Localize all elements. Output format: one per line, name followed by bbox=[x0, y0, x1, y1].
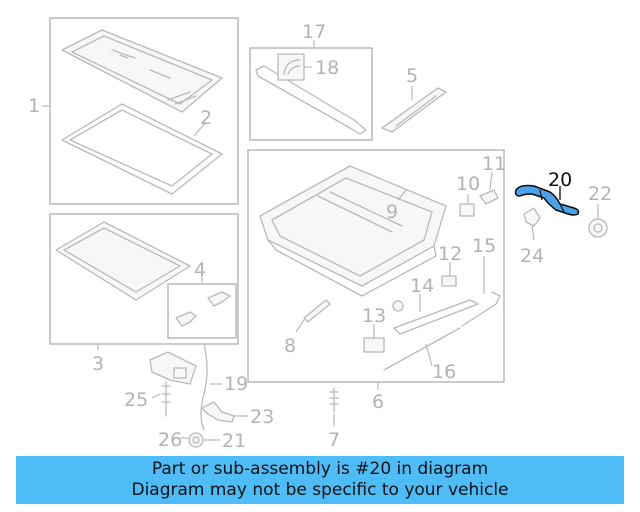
group-box-6 bbox=[247, 149, 505, 383]
part-25-actuator bbox=[149, 351, 197, 385]
part-7-bolt bbox=[329, 387, 339, 413]
callout-5: 5 bbox=[406, 65, 418, 87]
callout-23: 23 bbox=[250, 406, 274, 428]
callout-13: 13 bbox=[362, 305, 386, 327]
callout-22: 22 bbox=[588, 183, 612, 205]
parts-diagram: 1 2 3 4 17 18 5 bbox=[28, 17, 612, 452]
part-11-clip bbox=[479, 189, 499, 205]
leader-8 bbox=[295, 319, 305, 333]
leader-16 bbox=[425, 343, 433, 367]
part-5-deflector bbox=[381, 87, 447, 133]
leader-24 bbox=[531, 225, 535, 241]
callout-15: 15 bbox=[472, 235, 496, 257]
part-16-drain-hose bbox=[383, 327, 461, 371]
banner-line-2: Diagram may not be specific to your vehi… bbox=[131, 480, 509, 500]
group-box-1 bbox=[49, 17, 239, 205]
group-box-17 bbox=[249, 47, 373, 141]
leader-25 bbox=[151, 393, 161, 399]
callout-1: 1 bbox=[28, 95, 40, 117]
part-24-clip bbox=[523, 207, 541, 227]
callout-4: 4 bbox=[194, 259, 206, 281]
callout-26: 26 bbox=[158, 429, 182, 451]
part-17-rail bbox=[255, 65, 367, 135]
group-box-4 bbox=[167, 283, 237, 339]
callout-16: 16 bbox=[432, 361, 456, 383]
part-1-glass-panel bbox=[61, 29, 223, 113]
callout-14: 14 bbox=[410, 275, 434, 297]
callout-8: 8 bbox=[284, 335, 296, 357]
part-10-clip bbox=[459, 203, 475, 217]
part-8-bracket bbox=[303, 299, 331, 323]
info-banner: Part or sub-assembly is #20 in diagram D… bbox=[16, 456, 624, 504]
part-14-cable-assy bbox=[392, 299, 479, 335]
callout-7: 7 bbox=[328, 429, 340, 451]
callout-9: 9 bbox=[386, 201, 398, 223]
part-3-sunshade bbox=[55, 221, 191, 301]
part-2-panel-frame bbox=[61, 103, 223, 195]
part-13-connector bbox=[363, 337, 385, 353]
callout-6: 6 bbox=[372, 391, 384, 413]
banner-line-1: Part or sub-assembly is #20 in diagram bbox=[151, 459, 489, 479]
callout-20: 20 bbox=[548, 169, 572, 191]
callout-18: 18 bbox=[315, 57, 339, 79]
callout-11: 11 bbox=[482, 153, 506, 175]
part-9-housing-frame bbox=[259, 165, 447, 297]
callout-25: 25 bbox=[124, 389, 148, 411]
group-box-3 bbox=[49, 213, 239, 345]
part-22-grommet bbox=[588, 218, 608, 238]
callout-24: 24 bbox=[520, 245, 544, 267]
part-18-seal bbox=[277, 53, 305, 81]
callout-19: 19 bbox=[224, 373, 248, 395]
part-12-motor bbox=[441, 275, 457, 287]
part-21-grommet bbox=[188, 432, 204, 448]
part-19-hose bbox=[200, 343, 208, 431]
callout-2: 2 bbox=[200, 107, 212, 129]
callout-12: 12 bbox=[438, 243, 462, 265]
part-4-shade-clips bbox=[175, 291, 231, 327]
part-20-drain-hose-highlighted bbox=[514, 184, 580, 216]
part-26-bolt bbox=[161, 381, 171, 417]
leader-9 bbox=[397, 189, 407, 201]
leader-2 bbox=[193, 121, 207, 137]
callout-10: 10 bbox=[456, 173, 480, 195]
callout-3: 3 bbox=[92, 353, 104, 375]
callout-21: 21 bbox=[222, 430, 246, 452]
callout-17: 17 bbox=[302, 21, 326, 43]
leader-11 bbox=[489, 171, 493, 191]
part-23-elbow bbox=[201, 401, 235, 423]
part-15-guide bbox=[461, 291, 501, 327]
